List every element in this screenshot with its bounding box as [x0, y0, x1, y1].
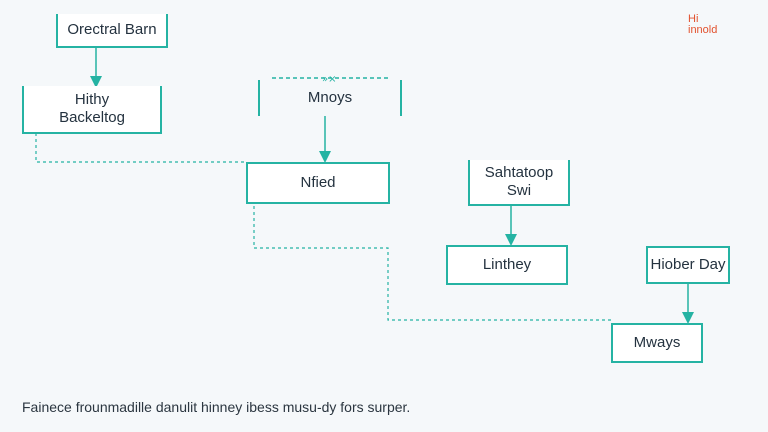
- node-mways[interactable]: Mways: [611, 323, 703, 363]
- node-label: Hiober Day: [650, 256, 726, 273]
- node-label-line-1: Hithy: [74, 91, 110, 108]
- node-label: Nfied: [300, 174, 336, 191]
- node-linthey[interactable]: Linthey: [446, 245, 568, 285]
- caption-text: Fainece frounmadille danulit hinney ibes…: [22, 399, 411, 415]
- dashed-nfied-to-mways: [253, 206, 611, 321]
- node-label-line-1: Sahtatoop: [484, 164, 554, 181]
- dashed-hithy-to-nfied: [35, 133, 246, 163]
- node-nfied[interactable]: Nfied: [246, 162, 390, 204]
- x-marker-icon: »×: [322, 74, 337, 85]
- logo-line-1: Hi: [688, 13, 699, 25]
- node-hiober-day[interactable]: Hiober Day: [646, 246, 730, 284]
- node-label: Orectral Barn: [67, 21, 157, 38]
- node-label: Linthey: [482, 256, 532, 273]
- node-label-line-2: Backeltog: [59, 109, 125, 126]
- node-sahtatoop-swi[interactable]: Sahtatoop Swi: [468, 160, 570, 206]
- node-label: Mnoys: [307, 89, 353, 106]
- node-label: Mways: [633, 334, 681, 351]
- node-orectral-barn[interactable]: Orectral Barn: [56, 14, 168, 48]
- logo-line-2: innold: [688, 24, 718, 36]
- node-hithy-backeltog[interactable]: Hithy Backeltog: [22, 86, 162, 134]
- node-label-line-2: Swi: [506, 182, 532, 199]
- brand-logo: Hi innold: [688, 14, 748, 36]
- node-mnoys[interactable]: Mnoys: [258, 80, 402, 116]
